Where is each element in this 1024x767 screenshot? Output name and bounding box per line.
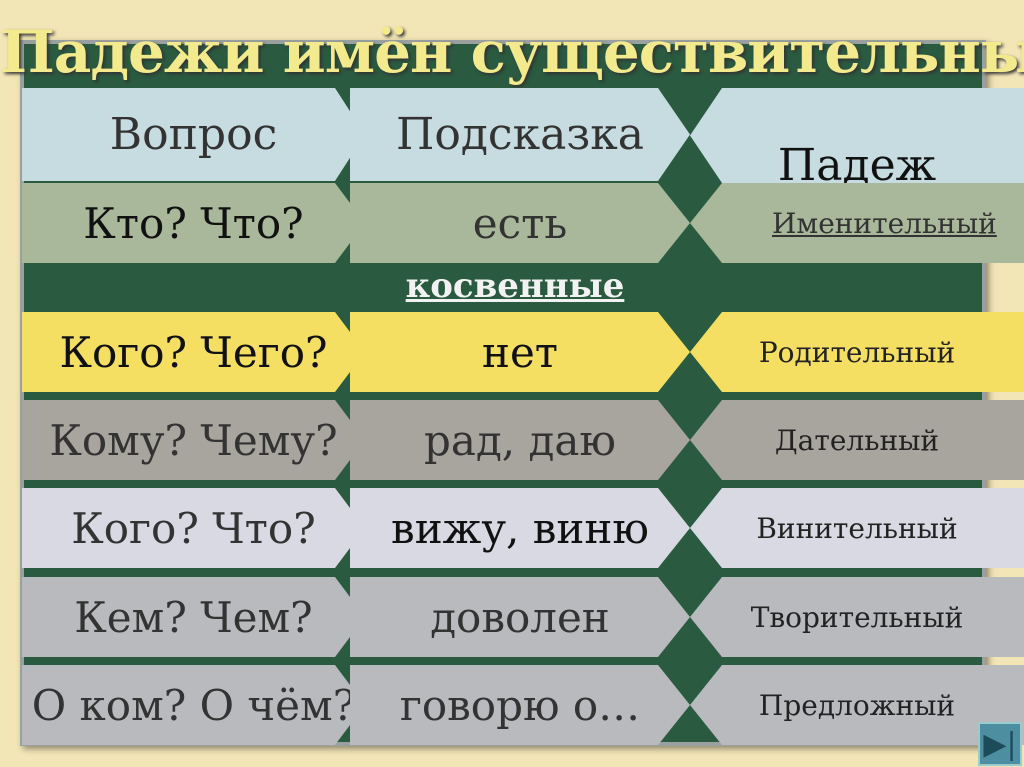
row-question: О ком? О чём? [22,665,365,745]
header-case: Падеж [690,88,1024,183]
row-hint: вижу, виню [350,488,690,568]
header-hint: Подсказка [350,88,690,181]
indirect-cases-label: косвенные [405,266,625,306]
row-question: Кому? Чему? [22,400,365,480]
row-hint: есть [350,183,690,263]
row-hint: рад, даю [350,400,690,480]
header-question: Вопрос [22,88,365,181]
row-hint: говорю о… [350,665,690,745]
row-hint: нет [350,312,690,392]
row-case: Творительный [690,577,1024,657]
row-case: Именительный [690,183,1024,263]
row-question: Кем? Чем? [22,577,365,657]
slide-title: Падежи имён существительных [0,18,1024,86]
row-case: Родительный [690,312,1024,392]
next-end-icon: ▶| [983,726,1017,762]
row-question: Кого? Что? [22,488,365,568]
row-hint: доволен [350,577,690,657]
row-question: Кого? Чего? [22,312,365,392]
row-case: Винительный [690,488,1024,568]
row-case: Дательный [690,400,1024,480]
row-question: Кто? Что? [22,183,365,263]
next-end-button[interactable]: ▶| [978,722,1022,766]
row-case: Предложный [690,665,1024,745]
